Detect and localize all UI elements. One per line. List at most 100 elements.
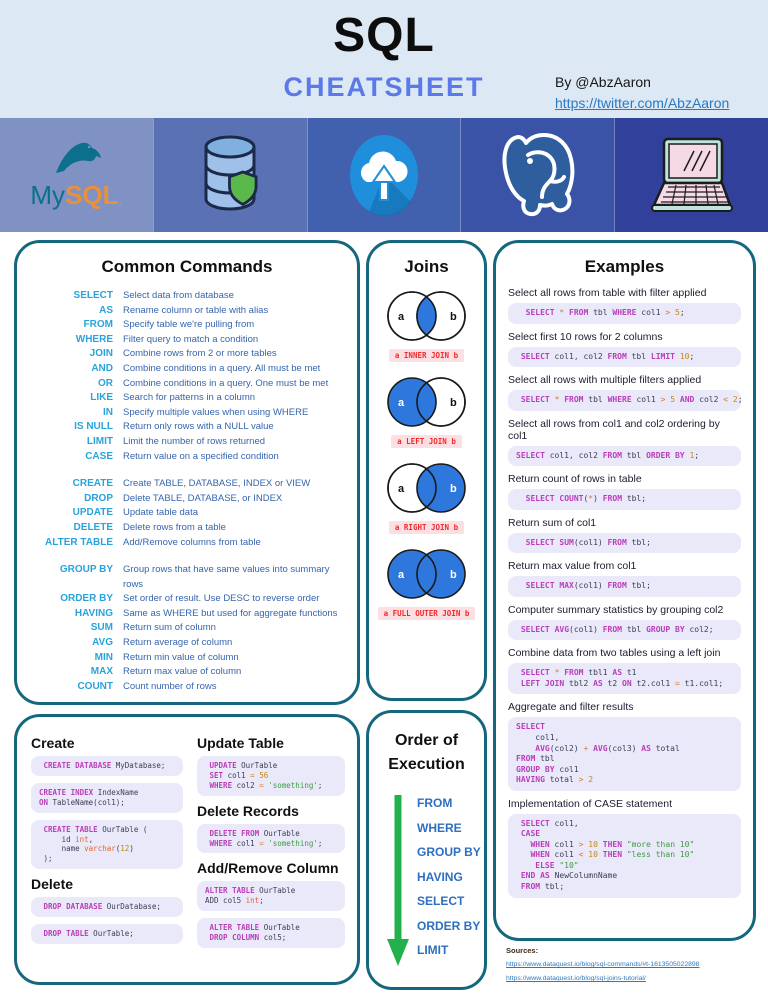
joins-title: Joins <box>404 257 449 276</box>
example-item: Return count of rows in table SELECT COU… <box>508 473 741 510</box>
command-description: Count number of rows <box>123 680 217 692</box>
code-block: SELECT * FROM tbl1 AS t1 LEFT JOIN tbl2 … <box>508 663 741 695</box>
example-label: Select all rows from col1 and col2 order… <box>508 417 720 442</box>
left-join-diagram: a b a LEFT JOIN b <box>369 373 484 449</box>
example-label: Select first 10 rows for 2 columns <box>508 330 663 343</box>
mysql-my: My <box>30 180 66 210</box>
code-block: DROP DATABASE OurDatabase; <box>31 897 183 918</box>
logo-bar: MySQL. <box>0 118 768 232</box>
command-term: COUNT <box>77 680 113 692</box>
command-term: WHERE <box>75 333 113 345</box>
ddl-section-title: Delete <box>31 876 74 893</box>
venn-label-b: b <box>450 483 457 495</box>
code-block: CREATE INDEX IndexName ON TableName(col1… <box>31 782 183 813</box>
example-item: Select all rows from table with filter a… <box>508 287 741 324</box>
command-description: Rename column or table with alias <box>123 304 269 316</box>
example-label: Select all rows from table with filter a… <box>508 287 707 299</box>
source-link-2[interactable]: https://www.dataquest.io/blog/sql-joins-… <box>506 975 646 982</box>
code-block: ALTER TABLE OurTable DROP COLUMN col5; <box>197 918 345 949</box>
source-link-1[interactable]: https://www.dataquest.io/blog/sql-comman… <box>506 961 700 968</box>
code-block: CREATE TABLE OurTable ( id int, name var… <box>31 819 183 870</box>
command-description: Delete rows from a table <box>123 521 226 533</box>
command-description: Specify table we're pulling from <box>123 319 255 331</box>
page-subtitle: CHEATSHEET <box>283 72 485 102</box>
example-item: Combine data from two tables using a lef… <box>508 647 741 695</box>
example-label: Return count of rows in table <box>508 473 642 486</box>
command-term: IS NULL <box>74 421 113 433</box>
command-term: HAVING <box>74 607 113 619</box>
venn-label-a: a <box>398 569 405 581</box>
full-outer-join-diagram: a b a FULL OUTER JOIN b <box>369 545 484 621</box>
code-block: SELECT * FROM tbl WHERE col1 > 5; <box>508 303 741 324</box>
ooe-step: HAVING <box>417 869 463 884</box>
venn-label-b: b <box>450 311 457 323</box>
ooe-step: LIMIT <box>417 943 449 957</box>
command-description: Filter query to match a condition <box>123 333 259 345</box>
postgres-elephant-svg <box>502 133 575 217</box>
ddl-section-title: Delete Records <box>197 802 299 819</box>
command-term: DELETE <box>73 521 113 533</box>
header: SQL CHEATSHEET By @AbzAaron https://twit… <box>0 0 768 118</box>
left-join-venn: a b <box>387 377 466 427</box>
ddl-column-left: Create CREATE DATABASE MyDatabase;CREATE… <box>31 729 183 955</box>
left-join-caption: a LEFT JOIN b <box>391 435 462 448</box>
example-item: Return max value from col1 SELECT MAX(co… <box>508 560 741 597</box>
code-block: SELECT AVG(col1) FROM tbl GROUP BY col2; <box>508 619 741 641</box>
command-term: JOIN <box>89 348 113 360</box>
full-outer-join-caption: a FULL OUTER JOIN b <box>377 607 476 620</box>
mysql-logo: MySQL. <box>0 118 153 232</box>
code-block: SELECT col1, col2 FROM tbl ORDER BY 1; <box>508 445 741 467</box>
byline-author: By @AbzAaron <box>555 74 651 90</box>
right-join-caption: a RIGHT JOIN b <box>388 521 465 534</box>
ddl-column-right: Update Table UPDATE OurTable SET col1 = … <box>197 729 345 955</box>
common-commands-title: Common Commands <box>101 257 273 276</box>
command-description: Return min value of column <box>123 651 239 663</box>
mysql-wordmark: MySQL. <box>30 180 122 211</box>
command-description: Return value on a specified condition <box>123 450 279 462</box>
laptop-icon <box>614 118 768 232</box>
command-term: AVG <box>92 637 113 649</box>
code-block: ALTER TABLE OurTable ADD col5 int; <box>197 881 345 912</box>
command-description: Select data from database <box>123 290 234 301</box>
code-block: SELECT * FROM tbl WHERE col1 > 5 AND col… <box>508 390 741 411</box>
example-label: Computer summary statistics by grouping … <box>508 603 724 616</box>
venn-label-a: a <box>398 397 405 409</box>
examples-title: Examples <box>584 257 665 276</box>
example-label: Return max value from col1 <box>508 560 637 573</box>
ooe-step: GROUP BY <box>417 845 481 859</box>
example-item: Implementation of CASE statement SELECT … <box>508 798 741 898</box>
ddl-section-title: Create <box>31 735 75 751</box>
right-join-diagram: a b a RIGHT JOIN b <box>369 459 484 535</box>
venn-label-a: a <box>398 483 405 495</box>
database-shield-svg <box>204 135 258 211</box>
full-outer-join-venn: a b <box>387 549 466 599</box>
twitter-link[interactable]: https://twitter.com/AbzAaron <box>555 95 730 111</box>
inner-join-caption: a INNER JOIN b <box>388 349 465 362</box>
command-term: AND <box>91 362 113 374</box>
ddl-section-title: Add/Remove Column <box>197 860 339 877</box>
green-arrow-svg <box>387 795 409 966</box>
code-block: SELECT col1, AVG(col2) + AVG(col3) AS to… <box>508 717 741 791</box>
command-row: COUNT Count number of rows <box>27 680 347 695</box>
command-term: GROUP BY <box>59 564 113 576</box>
command-term: CASE <box>85 450 113 462</box>
code-block: SELECT MAX(col1) FROM tbl; <box>508 576 741 597</box>
cloud-upload-icon <box>306 118 461 232</box>
command-description: Create TABLE, DATABASE, INDEX or VIEW <box>123 478 311 490</box>
command-description: Delete TABLE, DATABASE, or INDEX <box>123 492 283 504</box>
examples-panel: Examples Select all rows from table with… <box>493 240 756 941</box>
ooe-step: SELECT <box>417 894 465 908</box>
ddl-panel: Create CREATE DATABASE MyDatabase;CREATE… <box>14 714 360 985</box>
